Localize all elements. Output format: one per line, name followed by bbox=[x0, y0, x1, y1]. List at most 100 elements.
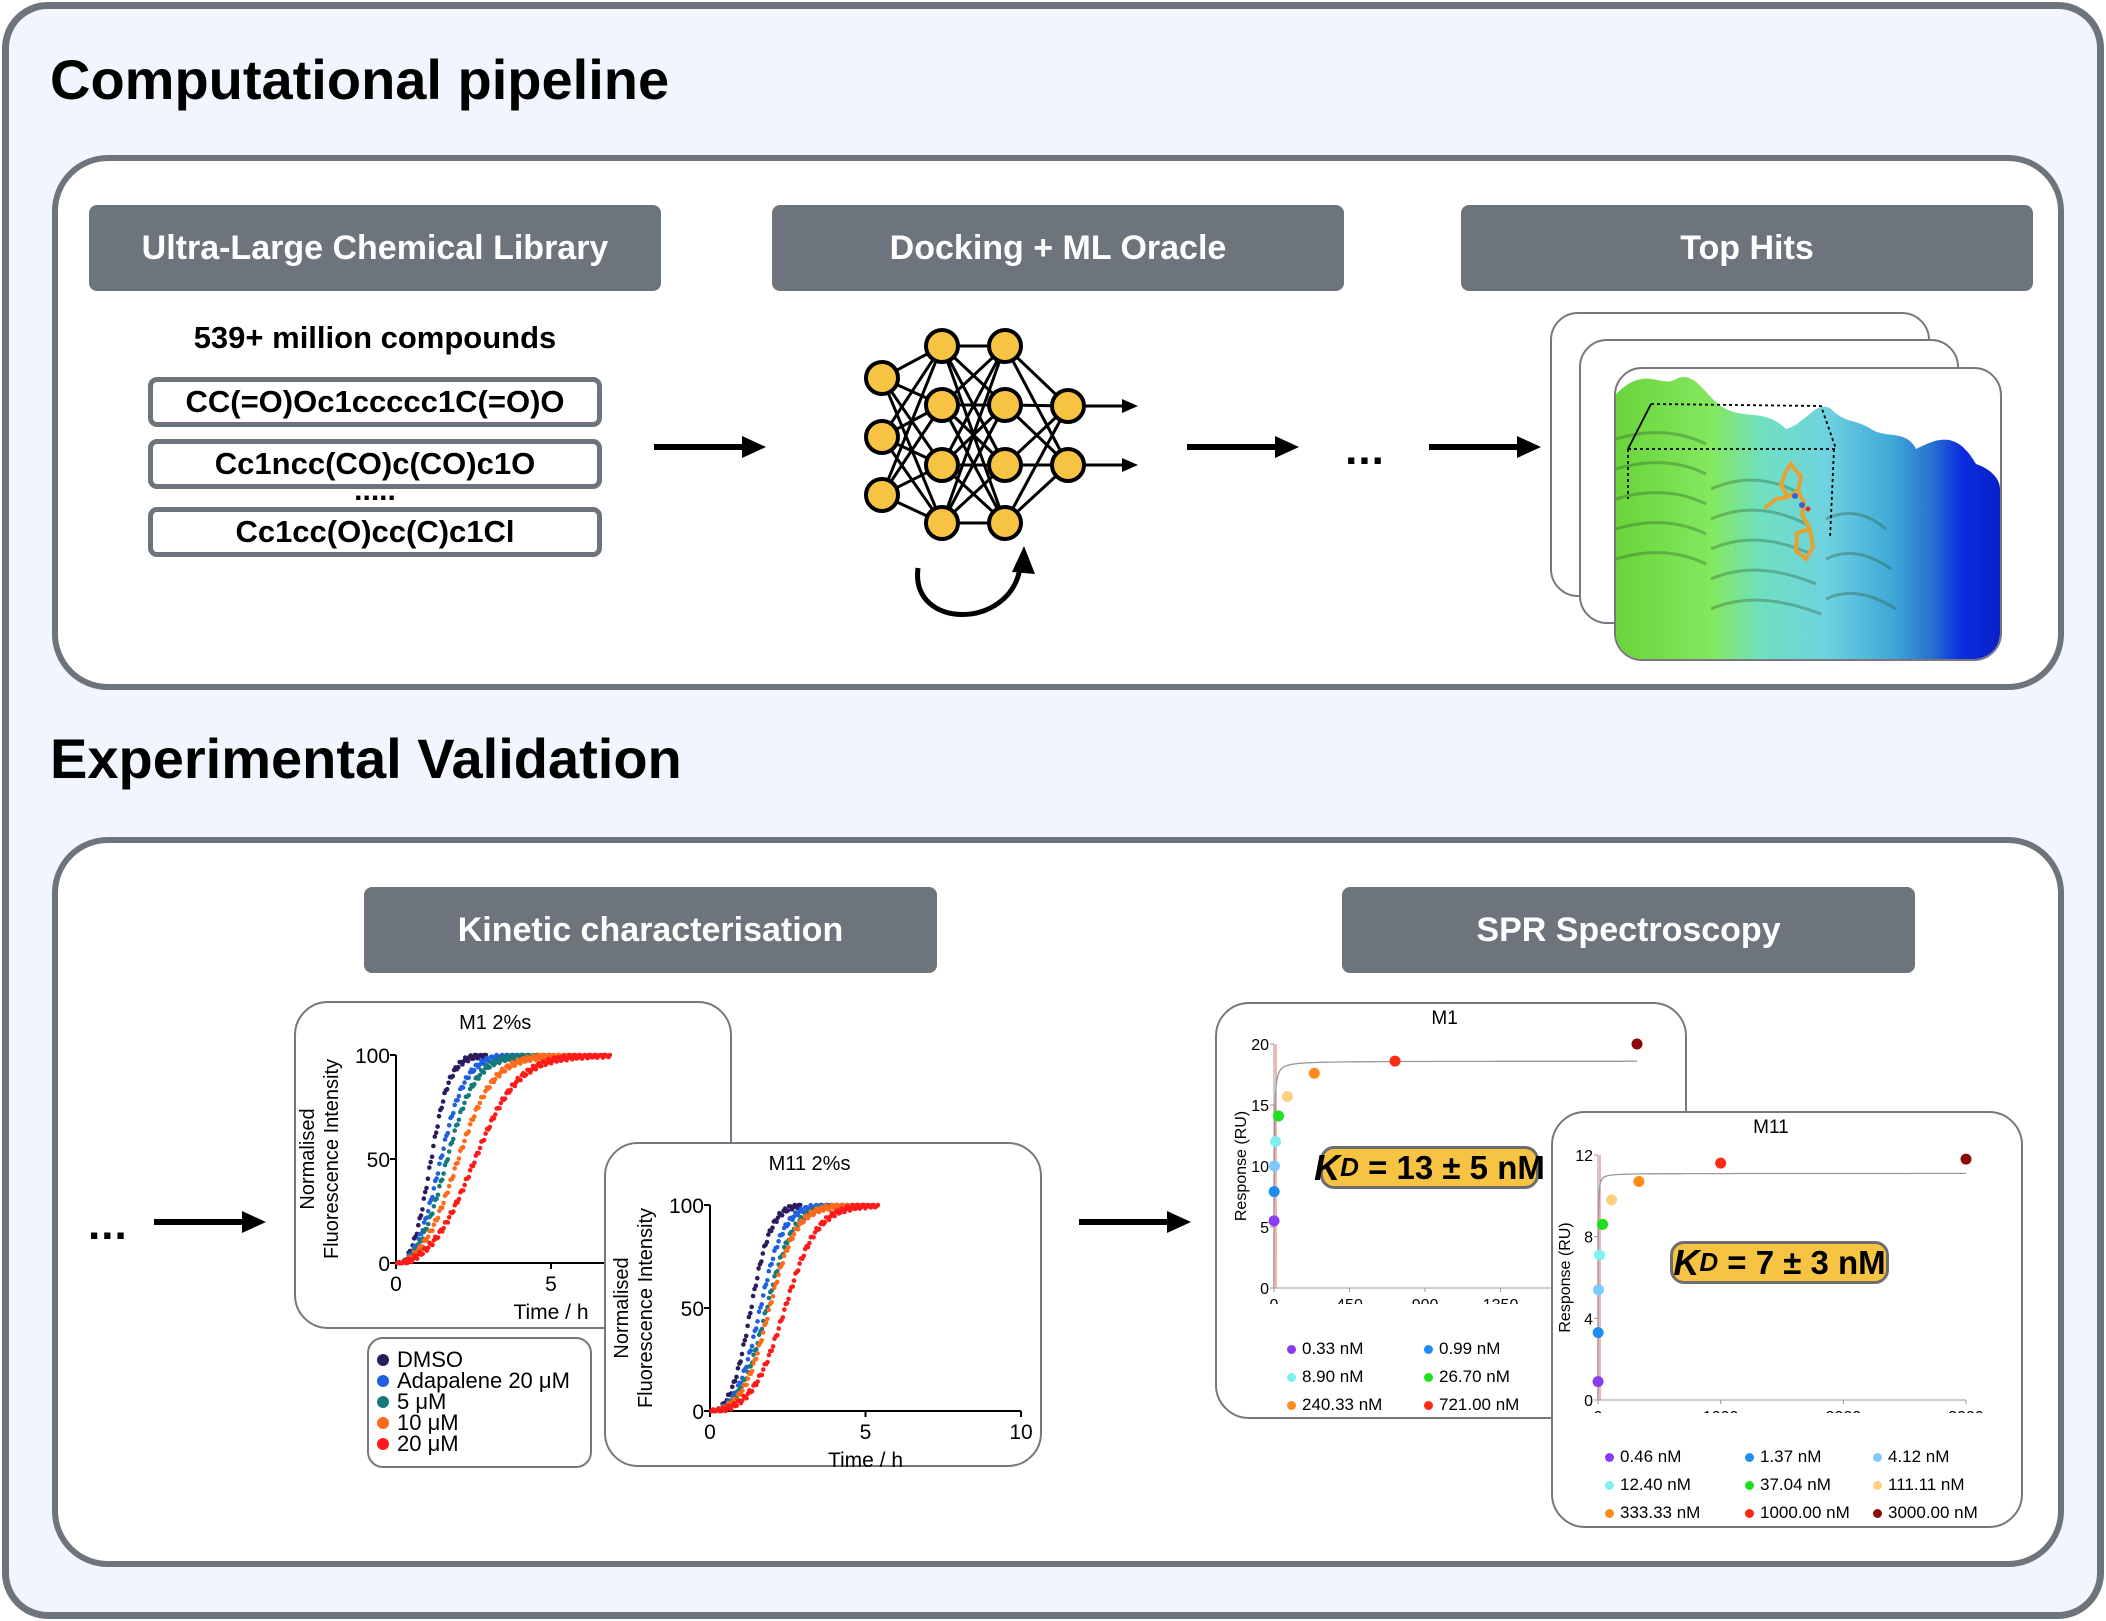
legend-label: 37.04 nM bbox=[1760, 1475, 1831, 1494]
data-point bbox=[853, 1206, 858, 1212]
data-point bbox=[460, 1188, 466, 1193]
data-point bbox=[832, 1213, 837, 1219]
data-point bbox=[476, 1105, 481, 1110]
data-point bbox=[455, 1122, 460, 1127]
data-point bbox=[759, 1259, 764, 1264]
data-point bbox=[782, 1244, 787, 1250]
y-tick-label: 100 bbox=[669, 1195, 704, 1218]
data-point bbox=[780, 1261, 786, 1266]
data-point bbox=[1715, 1157, 1727, 1169]
data-point bbox=[421, 1220, 427, 1225]
data-point bbox=[518, 1061, 523, 1066]
legend-item: 0.33 nM bbox=[1287, 1339, 1424, 1359]
data-point bbox=[437, 1183, 442, 1189]
data-point bbox=[774, 1219, 779, 1224]
data-point bbox=[432, 1134, 438, 1139]
chart-title: M11 2%s bbox=[769, 1153, 851, 1175]
y-tick-label: 0 bbox=[1584, 1393, 1593, 1410]
data-point bbox=[764, 1239, 770, 1245]
data-point bbox=[451, 1209, 456, 1214]
surface-ridges bbox=[1616, 431, 1897, 616]
legend-label: 0.33 nM bbox=[1302, 1339, 1364, 1358]
data-point bbox=[847, 1208, 853, 1213]
data-point bbox=[460, 1144, 466, 1150]
data-point bbox=[405, 1260, 410, 1266]
data-point bbox=[781, 1253, 787, 1259]
data-point bbox=[425, 1234, 431, 1239]
series-10-m bbox=[395, 1052, 582, 1266]
data-point bbox=[455, 1200, 460, 1205]
data-point bbox=[1268, 1215, 1280, 1227]
series-20-m bbox=[395, 1052, 613, 1266]
y-tick-label: 0 bbox=[1260, 1281, 1269, 1298]
legend-item: 0.99 nM bbox=[1424, 1339, 1584, 1359]
data-point bbox=[748, 1310, 753, 1316]
x-tick-label: 2000 bbox=[1826, 1409, 1862, 1413]
data-point bbox=[487, 1124, 493, 1130]
x-tick-label: 1350 bbox=[1483, 1297, 1519, 1304]
data-point bbox=[425, 1221, 431, 1227]
smiles-entry: Cc1ncc(CO)c(CO)c1O bbox=[148, 439, 602, 489]
smiles-entry: CC(=O)Oc1ccccc1C(=O)O bbox=[148, 377, 602, 427]
data-point bbox=[439, 1153, 445, 1158]
data-point bbox=[769, 1300, 774, 1305]
data-point bbox=[805, 1244, 811, 1250]
network-node bbox=[864, 419, 900, 455]
data-point bbox=[1272, 1110, 1284, 1122]
network-node bbox=[1050, 447, 1086, 483]
legend-label: 26.70 nM bbox=[1439, 1367, 1510, 1386]
network-node bbox=[924, 447, 960, 483]
data-point bbox=[465, 1058, 471, 1064]
data-point bbox=[481, 1137, 487, 1143]
legend-item: 5 μM bbox=[369, 1391, 590, 1413]
data-point bbox=[472, 1114, 477, 1119]
data-point bbox=[780, 1231, 785, 1237]
data-point bbox=[740, 1398, 745, 1403]
legend-swatch bbox=[377, 1353, 389, 1366]
data-point bbox=[554, 1059, 560, 1064]
network-node bbox=[924, 387, 960, 423]
data-point bbox=[782, 1307, 787, 1312]
data-point bbox=[755, 1275, 760, 1281]
data-point bbox=[786, 1245, 791, 1250]
data-point bbox=[759, 1302, 765, 1307]
kd-symbol: K bbox=[1673, 1241, 1700, 1283]
data-point bbox=[751, 1361, 756, 1366]
legend-item: 4.12 nM bbox=[1873, 1447, 2023, 1467]
data-point bbox=[807, 1240, 812, 1246]
data-point bbox=[533, 1066, 539, 1072]
legend-label: 12.40 nM bbox=[1620, 1475, 1691, 1494]
data-point bbox=[477, 1100, 483, 1106]
y-tick-label: 20 bbox=[1251, 1037, 1269, 1054]
data-point bbox=[765, 1278, 770, 1283]
data-point bbox=[539, 1063, 544, 1069]
data-point bbox=[791, 1232, 797, 1237]
cycle-arrow-icon bbox=[915, 567, 1023, 617]
legend-label: DMSO bbox=[397, 1347, 463, 1372]
data-point bbox=[445, 1220, 451, 1225]
data-point bbox=[456, 1156, 462, 1161]
legend-label: 0.46 nM bbox=[1620, 1447, 1682, 1466]
data-point bbox=[759, 1372, 765, 1378]
data-point bbox=[446, 1215, 452, 1220]
data-point bbox=[466, 1093, 471, 1098]
x-axis-label: Time / h bbox=[828, 1449, 903, 1469]
data-point bbox=[730, 1384, 735, 1390]
data-point bbox=[425, 1176, 431, 1181]
data-point bbox=[446, 1123, 452, 1128]
data-point bbox=[774, 1279, 780, 1285]
data-point bbox=[466, 1129, 471, 1134]
data-point bbox=[734, 1374, 739, 1380]
data-point bbox=[441, 1146, 446, 1151]
legend-item: 10 μM bbox=[369, 1412, 590, 1434]
data-point bbox=[811, 1212, 816, 1218]
data-point bbox=[748, 1348, 753, 1353]
data-point bbox=[743, 1333, 749, 1339]
data-point bbox=[1389, 1055, 1401, 1067]
fit-curve bbox=[1597, 1172, 1966, 1400]
data-point bbox=[750, 1293, 756, 1299]
data-point bbox=[533, 1057, 538, 1063]
header-top-hits: Top Hits bbox=[1461, 205, 2033, 291]
